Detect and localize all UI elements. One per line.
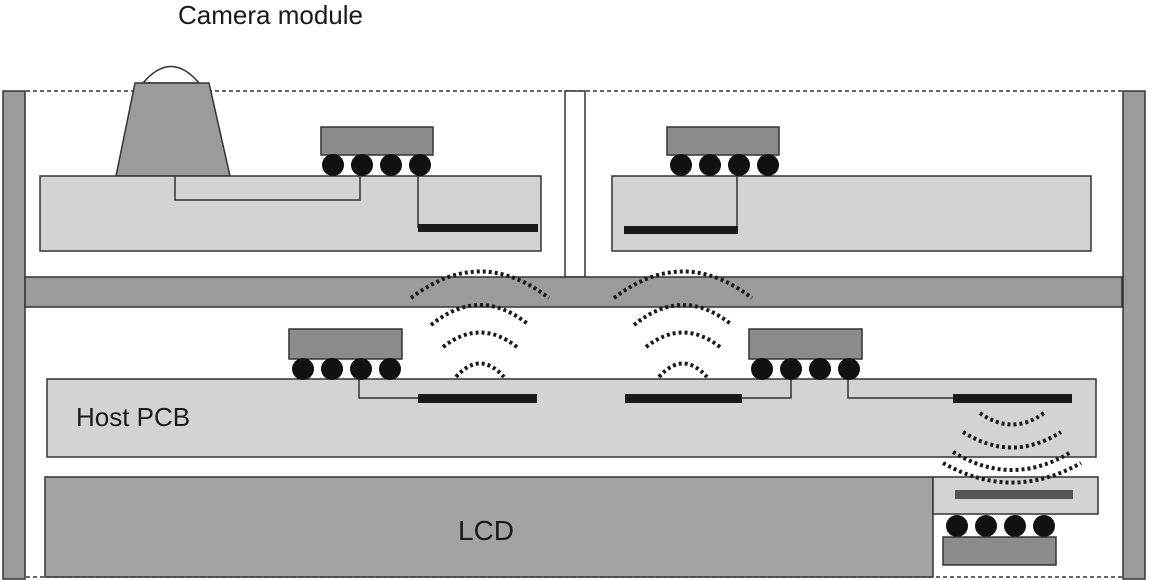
camera-body bbox=[115, 82, 231, 177]
signal-arcs-left bbox=[409, 269, 551, 379]
lcd-solder-balls bbox=[946, 515, 1055, 537]
host-right-antenna bbox=[953, 394, 1072, 403]
upper-right-chip bbox=[666, 126, 780, 156]
host-pcb bbox=[46, 378, 1097, 458]
camera-module-label: Camera module bbox=[178, 0, 363, 30]
camera-trace bbox=[174, 176, 361, 201]
lcd-antenna bbox=[955, 490, 1073, 499]
host-left-trace bbox=[358, 379, 420, 399]
upper-right-antenna bbox=[624, 226, 738, 234]
left-wall bbox=[2, 90, 26, 580]
host-right-trace bbox=[847, 379, 955, 399]
host-left-solder-balls bbox=[292, 358, 401, 380]
camera-lens bbox=[141, 65, 201, 84]
host-left-antenna bbox=[418, 394, 537, 403]
middle-shelf bbox=[24, 276, 1123, 308]
host-center-antenna bbox=[625, 394, 742, 403]
upper-left-solder-balls bbox=[322, 154, 431, 176]
upper-left-chip bbox=[320, 126, 434, 156]
host-center-trace bbox=[741, 379, 792, 399]
upper-left-antenna bbox=[418, 224, 538, 232]
upper-right-board bbox=[611, 175, 1092, 252]
signal-arcs-center bbox=[612, 269, 754, 379]
host-pcb-label: Host PCB bbox=[76, 402, 190, 432]
lcd-chip bbox=[942, 536, 1057, 566]
center-divider bbox=[564, 90, 586, 278]
lcd-panel bbox=[44, 476, 934, 578]
lcd-label: LCD bbox=[458, 515, 514, 546]
host-right-solder-balls bbox=[751, 358, 860, 380]
right-wall bbox=[1122, 90, 1146, 580]
upper-right-solder-balls bbox=[670, 154, 779, 176]
host-right-chip bbox=[748, 328, 863, 360]
host-left-chip bbox=[288, 328, 403, 360]
camera-module-board bbox=[39, 175, 542, 252]
signal-arcs-right bbox=[942, 411, 1082, 485]
